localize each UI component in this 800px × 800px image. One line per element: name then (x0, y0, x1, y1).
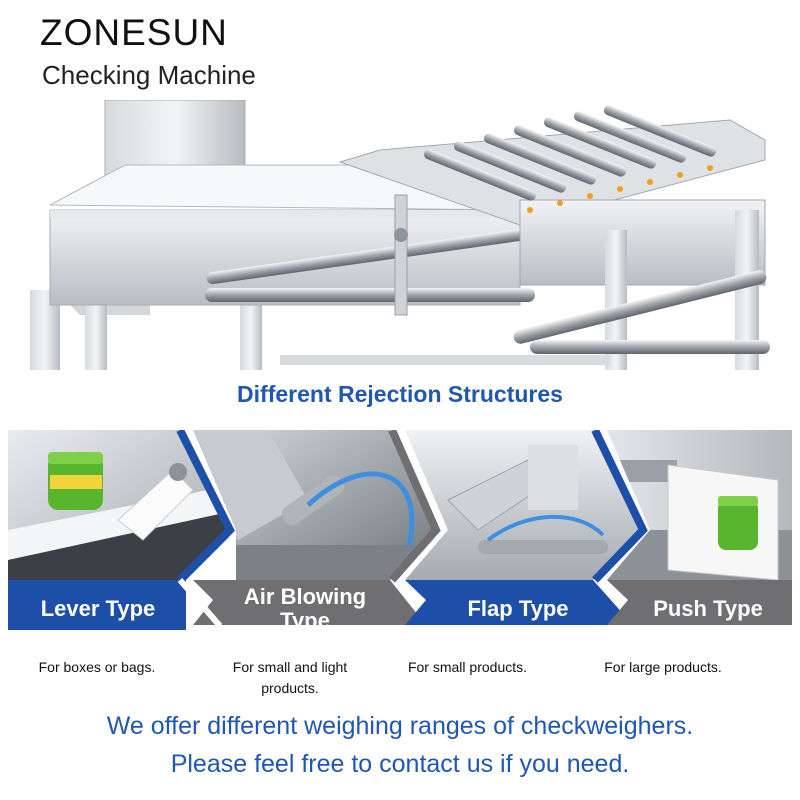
brand-title: ZONESUN (40, 12, 228, 53)
footer-line-2: Please feel free to contact us if you ne… (170, 750, 630, 778)
air-blowing-caption-line1: For small and light (232, 659, 348, 675)
section-title: Different Rejection Structures (237, 381, 563, 407)
air-blowing-type-photo (193, 430, 433, 580)
checkweigher-machine-illustration (30, 100, 770, 370)
rejection-types-panels: Lever Type Air Blowing Type Flap Type Pu… (8, 430, 792, 633)
lever-type-caption: For boxes or bags. (38, 659, 156, 675)
flap-type-label: Flap Type (467, 596, 568, 621)
air-blowing-type-label-line2: Type (280, 608, 330, 633)
push-type-tab (607, 580, 792, 625)
flap-type-photo (405, 430, 640, 580)
footer-line-1: We offer different weighing ranges of ch… (106, 712, 694, 740)
push-type-label: Push Type (653, 596, 763, 621)
air-blowing-type-caption: For small and light products. (205, 657, 375, 699)
lever-type-label: Lever Type (41, 596, 156, 621)
flap-type-tab (405, 580, 633, 625)
air-blowing-type-label: Air Blowing (244, 584, 366, 609)
air-blowing-caption-line2: products. (261, 680, 319, 696)
flap-type-caption: For small products. (407, 659, 528, 675)
page-subtitle: Checking Machine (42, 60, 256, 90)
lever-type-tab (8, 580, 218, 625)
push-type-caption: For large products. (604, 659, 722, 675)
air-blowing-type-tab (193, 580, 426, 625)
lever-type-photo (8, 430, 228, 580)
